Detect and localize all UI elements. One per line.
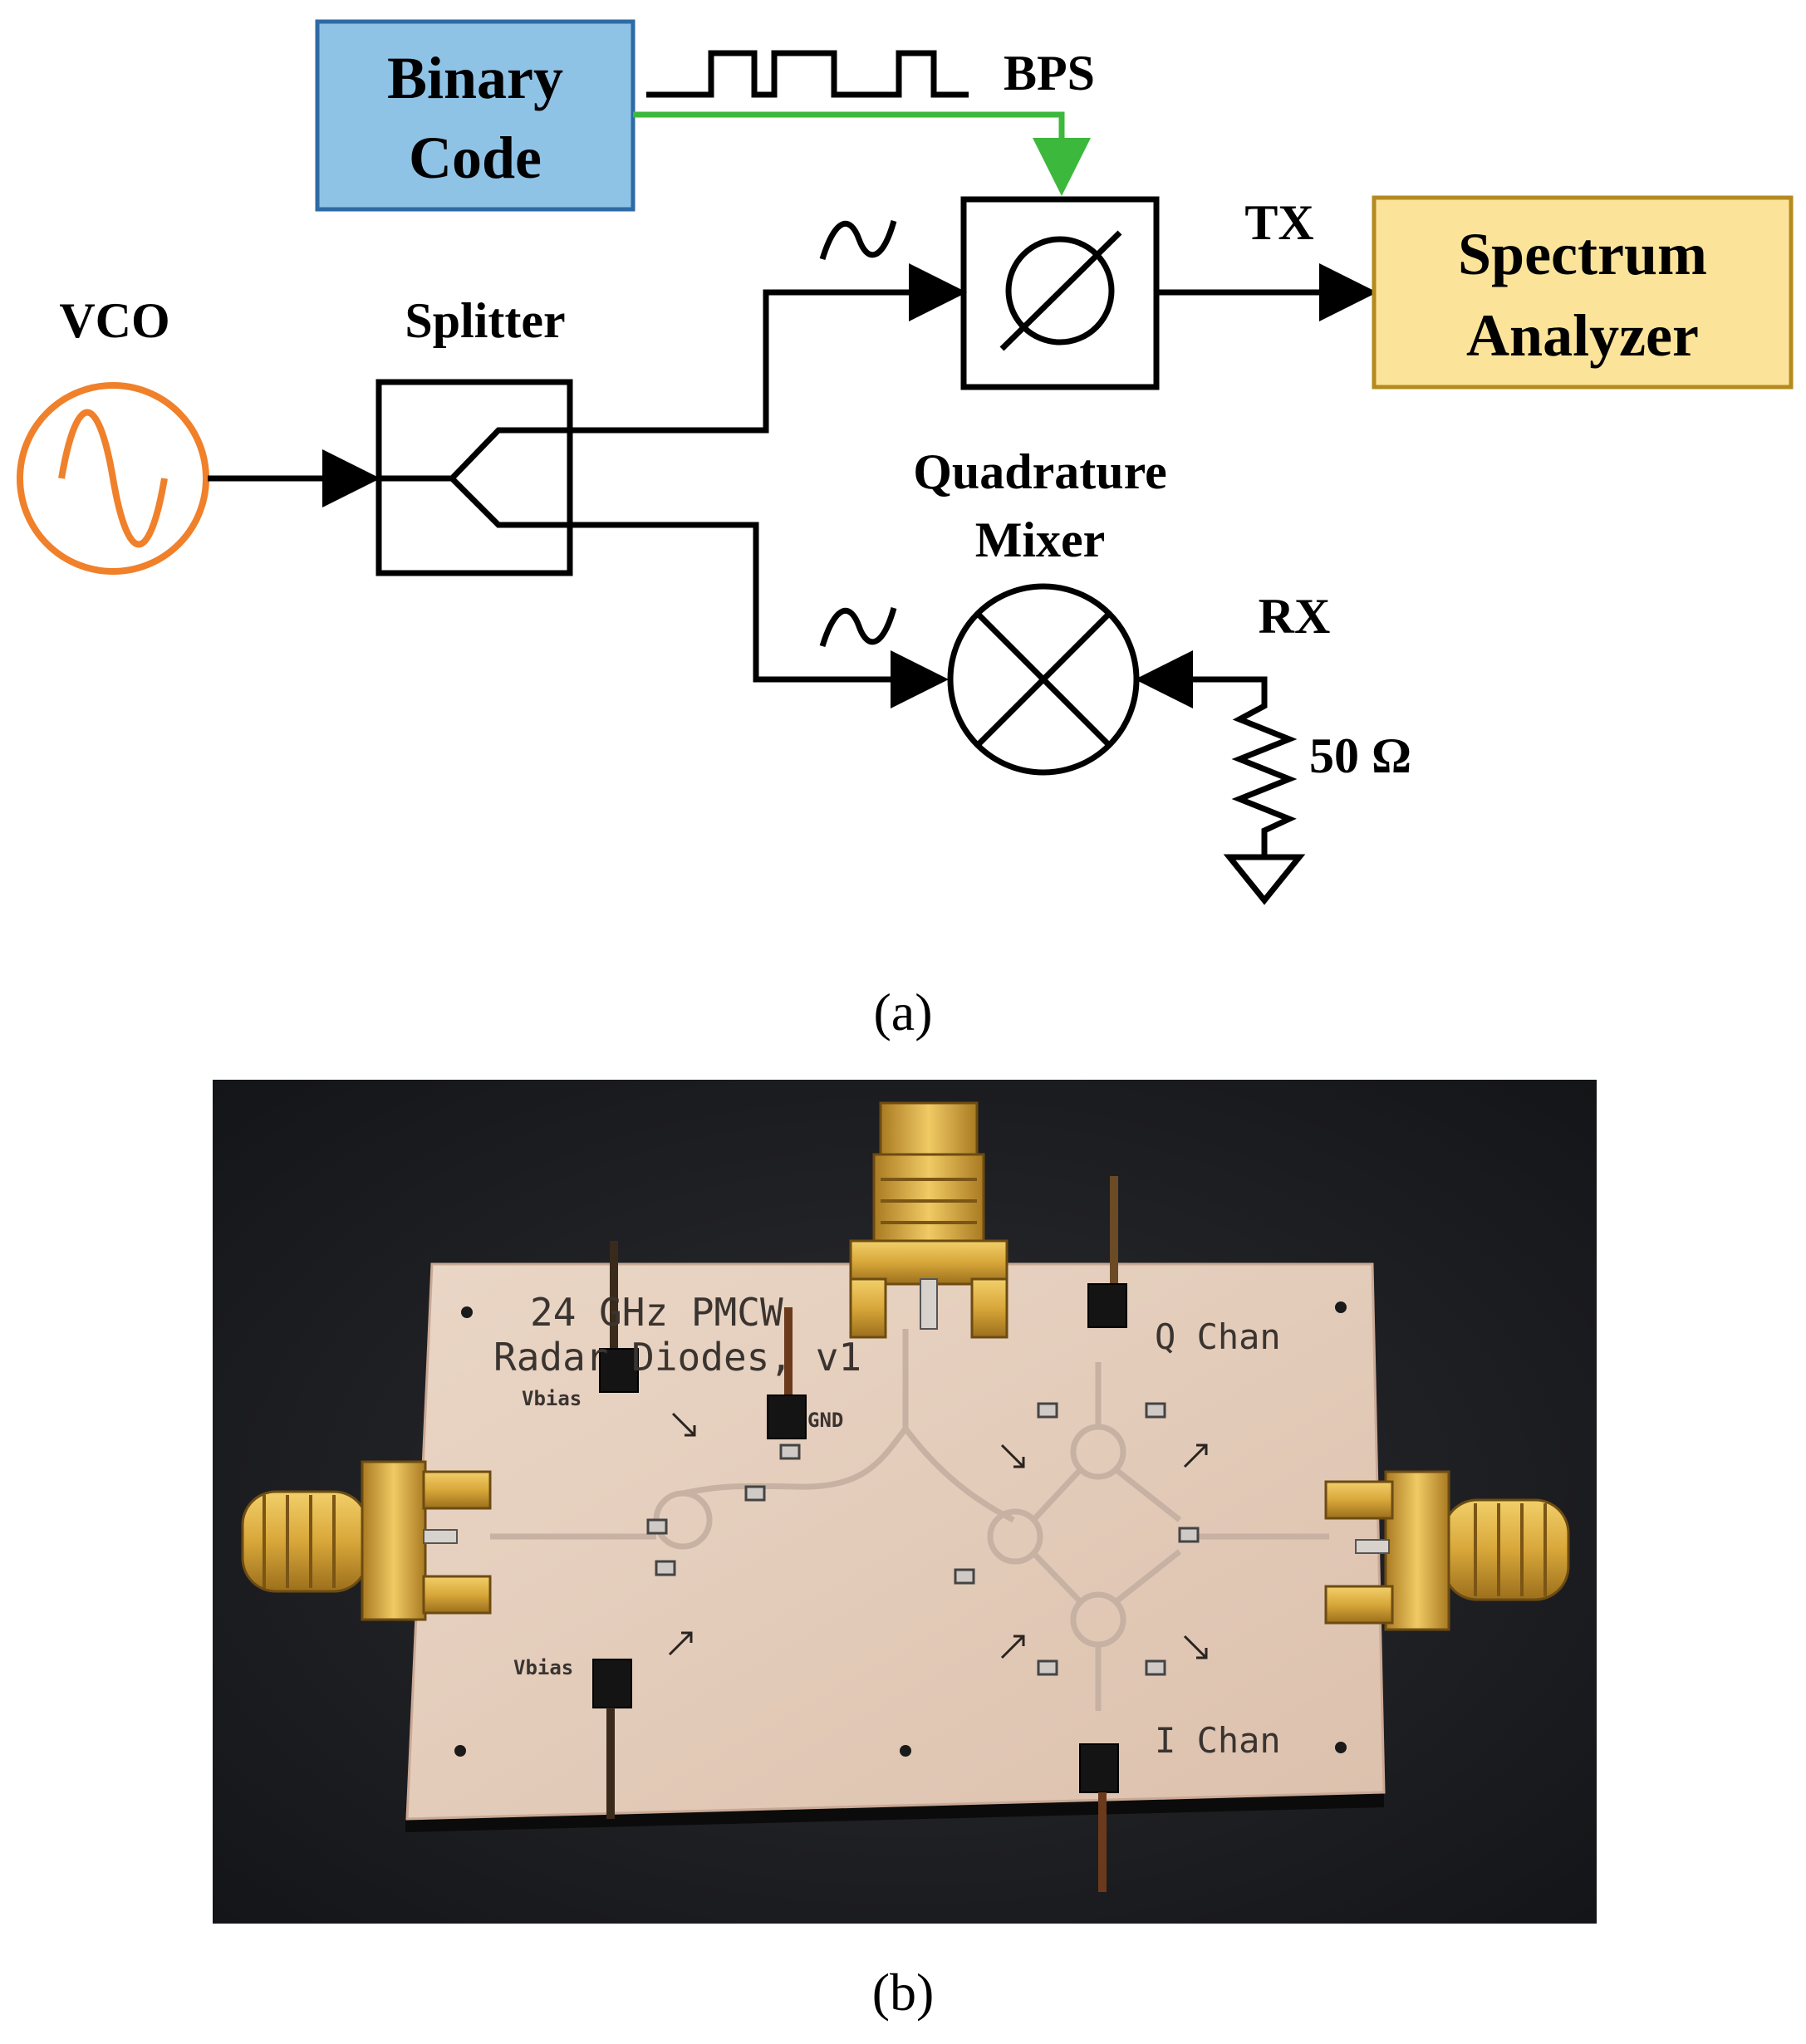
top-sma-connector	[849, 1101, 1009, 1339]
splitter-label: Splitter	[405, 293, 565, 348]
mounting-holes	[454, 1301, 1347, 1757]
board-edge-shadow	[405, 1792, 1384, 1832]
solder-pads	[646, 1402, 1200, 1676]
splitter-to-mixer-line	[570, 522, 949, 708]
quadrature-mixer-label-line1: Quadrature	[913, 444, 1167, 499]
vbias-bottom-label: Vbias	[513, 1656, 573, 1679]
microstrip-traces	[490, 1329, 1329, 1711]
tx-label: TX	[1244, 195, 1313, 250]
gnd-label: GND	[807, 1409, 843, 1432]
splitter-to-phase-shifter-line	[570, 263, 967, 434]
resistor-value-label: 50 Ω	[1309, 728, 1411, 783]
header-pin-vbias-bottom	[592, 1659, 632, 1819]
binary-code-block: Binary Code	[315, 19, 636, 212]
spectrum-analyzer-label-line2: Analyzer	[1466, 302, 1699, 369]
spectrum-analyzer-block: Spectrum Analyzer	[1372, 195, 1794, 390]
resistor-symbol	[1231, 696, 1298, 850]
ground-symbol	[1223, 850, 1306, 905]
vco-source-icon	[17, 382, 209, 575]
left-sma-connector	[241, 1460, 492, 1621]
quadrature-mixer-label-line2: Mixer	[975, 512, 1106, 567]
header-pin-gnd	[767, 1307, 807, 1439]
header-pin-i-chan	[1079, 1743, 1119, 1892]
tilde-upper-icon	[819, 220, 897, 261]
bps-square-wave	[646, 50, 969, 98]
vco-label: VCO	[59, 293, 169, 348]
board-title: 24 GHz PMCW	[530, 1290, 783, 1335]
vbias-top-label: Vbias	[522, 1387, 582, 1410]
board-subtitle: Radar Diodes, v1	[493, 1335, 861, 1380]
pcb-board	[405, 1262, 1386, 1821]
caption-a: (a)	[873, 983, 932, 1042]
quadrature-mixer-symbol	[947, 583, 1140, 776]
i-chan-label: I Chan	[1155, 1720, 1281, 1761]
right-sma-connector	[1324, 1470, 1570, 1631]
binary-code-label-line1: Binary	[387, 45, 563, 111]
rx-label: RX	[1259, 589, 1331, 644]
pcb-photo: 24 GHz PMCW Radar Diodes, v1 Vbias GND Q…	[213, 1080, 1597, 1924]
tilde-lower-icon	[819, 607, 897, 648]
spectrum-analyzer-label-line1: Spectrum	[1458, 221, 1707, 287]
caption-b: (b)	[872, 1963, 935, 2022]
header-pin-vbias-top	[599, 1241, 639, 1393]
header-pin-q-chan	[1087, 1176, 1127, 1328]
bps-control-line	[633, 111, 1091, 196]
rx-input-line	[1135, 650, 1268, 708]
splitter-block	[375, 379, 573, 576]
phase-shifter-block	[960, 196, 1160, 390]
binary-code-label-line2: Code	[409, 125, 542, 191]
bps-label: BPS	[1004, 46, 1095, 100]
block-diagram: Binary Code BPS TX Spectrum Analyzer VCO	[17, 19, 1794, 1042]
silkscreen-arrows	[668, 1412, 1208, 1659]
q-chan-label: Q Chan	[1155, 1316, 1281, 1357]
